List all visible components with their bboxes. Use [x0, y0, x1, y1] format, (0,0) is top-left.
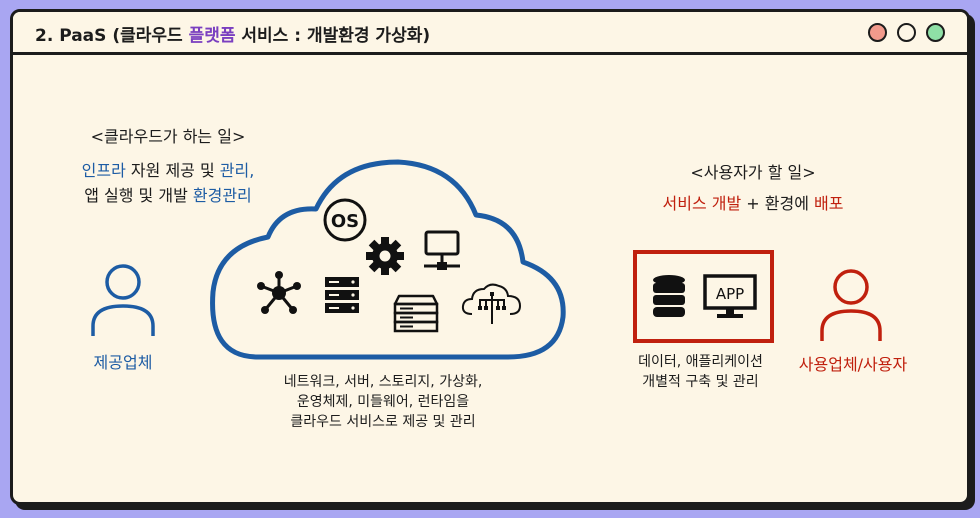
os-label: OS [331, 211, 359, 232]
title-prefix: 2. PaaS (클라우드 [35, 26, 189, 46]
user-person-icon [820, 269, 882, 341]
gear-icon [366, 237, 404, 275]
provider-person-icon [91, 264, 155, 336]
user-task-line: 서비스 개발 + 환경에 배포 [662, 194, 844, 213]
title-suffix: 서비스 : 개발환경 가상화) [235, 26, 431, 46]
close-dot-icon[interactable] [868, 23, 887, 42]
maximize-dot-icon[interactable] [926, 23, 945, 42]
user-caption-line2: 개별적 구축 및 관리 [642, 374, 759, 390]
cloud-caption-line2: 운영체제, 미들웨어, 런타임을 [296, 394, 470, 410]
os-icon: OS [323, 198, 367, 242]
user-label: 사용업체/사용자 [798, 355, 908, 374]
user-caption-line1: 데이터, 애플리케이션 [638, 354, 763, 370]
provider-desc-line1: 인프라 자원 제공 및 관리, [81, 161, 255, 180]
network-monitor-icon [424, 230, 460, 270]
window-controls [868, 23, 945, 42]
user-build-box: APP [633, 250, 774, 343]
network-node-icon [257, 271, 301, 314]
cloud-icon [210, 159, 566, 360]
app-monitor-icon: APP [703, 274, 757, 318]
provider-label: 제공업체 [93, 353, 153, 372]
provider-desc-line2: 앱 실행 및 개발 환경관리 [84, 186, 252, 205]
window-title: 2. PaaS (클라우드 플랫폼 서비스 : 개발환경 가상화) [35, 21, 430, 46]
cloud-caption-line1: 네트워크, 서버, 스토리지, 가상화, [283, 374, 483, 390]
database-icon [653, 275, 685, 317]
provider-header: <클라우드가 하는 일> [90, 127, 246, 146]
user-header: <사용자가 할 일> [690, 163, 816, 182]
cloud-caption-line3: 클라우드 서비스로 제공 및 관리 [290, 414, 476, 430]
title-highlight: 플랫폼 [188, 26, 236, 46]
server-icon [325, 277, 359, 313]
minimize-dot-icon[interactable] [897, 23, 916, 42]
window: 2. PaaS (클라우드 플랫폼 서비스 : 개발환경 가상화) <클라우드가… [10, 9, 970, 505]
app-label: APP [716, 285, 744, 303]
cloud-network-icon [461, 283, 522, 324]
title-bar: 2. PaaS (클라우드 플랫폼 서비스 : 개발환경 가상화) [13, 12, 967, 55]
storage-icon [393, 294, 439, 333]
